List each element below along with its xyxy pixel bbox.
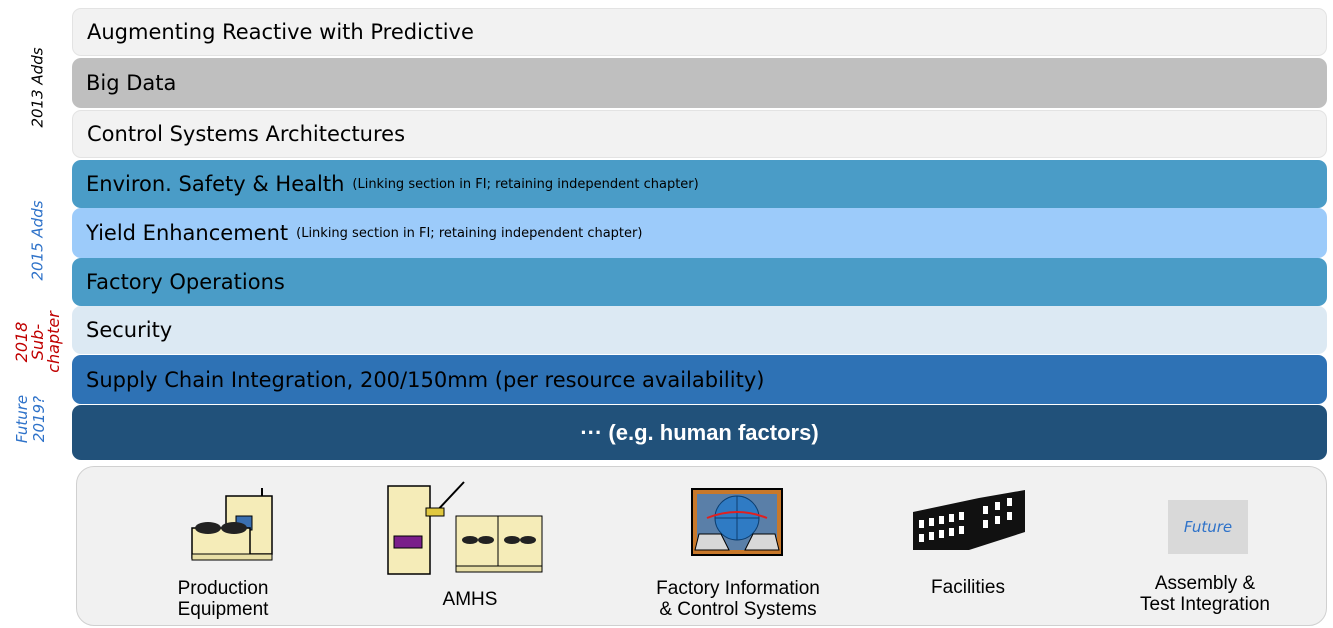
band-supply-chain: Supply Chain Integration, 200/150mm (per…: [72, 355, 1327, 404]
label-assembly-test: Assembly & Test Integration: [1140, 573, 1270, 615]
label-2018-sub-chapter: 2018 Sub- chapter: [12, 311, 63, 373]
band-label: Big Data: [86, 71, 177, 95]
band-label: ··· (e.g. human factors): [580, 419, 819, 445]
label-facilities: Facilities: [931, 577, 1005, 598]
band-big-data: Big Data: [72, 58, 1327, 108]
label-2013-adds: 2013 Adds: [28, 47, 47, 128]
label-future-2019: Future 2019?: [13, 394, 48, 444]
band-label: Supply Chain Integration, 200/150mm (per…: [86, 367, 765, 392]
label-amhs: AMHS: [442, 589, 498, 610]
band-label: Yield Enhancement: [86, 221, 289, 245]
facilities-icon: [913, 490, 1025, 550]
band-label: Environ. Safety & Health: [86, 172, 345, 196]
band-label: Factory Operations: [86, 270, 285, 294]
band-label: Security: [86, 318, 173, 342]
label-2015-adds: 2015 Adds: [28, 200, 47, 281]
production-equipment-icon: [191, 488, 273, 561]
future-box-icon: Future: [1168, 500, 1248, 554]
band-control-systems: Control Systems Architectures: [72, 110, 1327, 158]
band-security: Security: [72, 306, 1327, 354]
band-human-factors: ··· (e.g. human factors): [72, 405, 1327, 460]
band-label: Augmenting Reactive with Predictive: [87, 20, 474, 44]
label-factory-information: Factory Information & Control Systems: [656, 578, 820, 620]
band-factory-operations: Factory Operations: [72, 258, 1327, 306]
band-yield-enhancement: Yield Enhancement (Linking section in FI…: [72, 208, 1327, 258]
band-note: (Linking section in FI; retaining indepe…: [352, 176, 699, 192]
future-box-label: Future: [1183, 518, 1233, 536]
band-label: Control Systems Architectures: [87, 122, 406, 146]
label-production-equipment: Production Equipment: [177, 578, 269, 620]
band-esh: Environ. Safety & Health (Linking sectio…: [72, 160, 1327, 208]
amhs-icon: [387, 481, 543, 575]
band-augmenting-reactive: Augmenting Reactive with Predictive: [72, 8, 1327, 56]
factory-information-icon: [691, 488, 783, 556]
band-note: (Linking section in FI; retaining indepe…: [296, 225, 643, 241]
